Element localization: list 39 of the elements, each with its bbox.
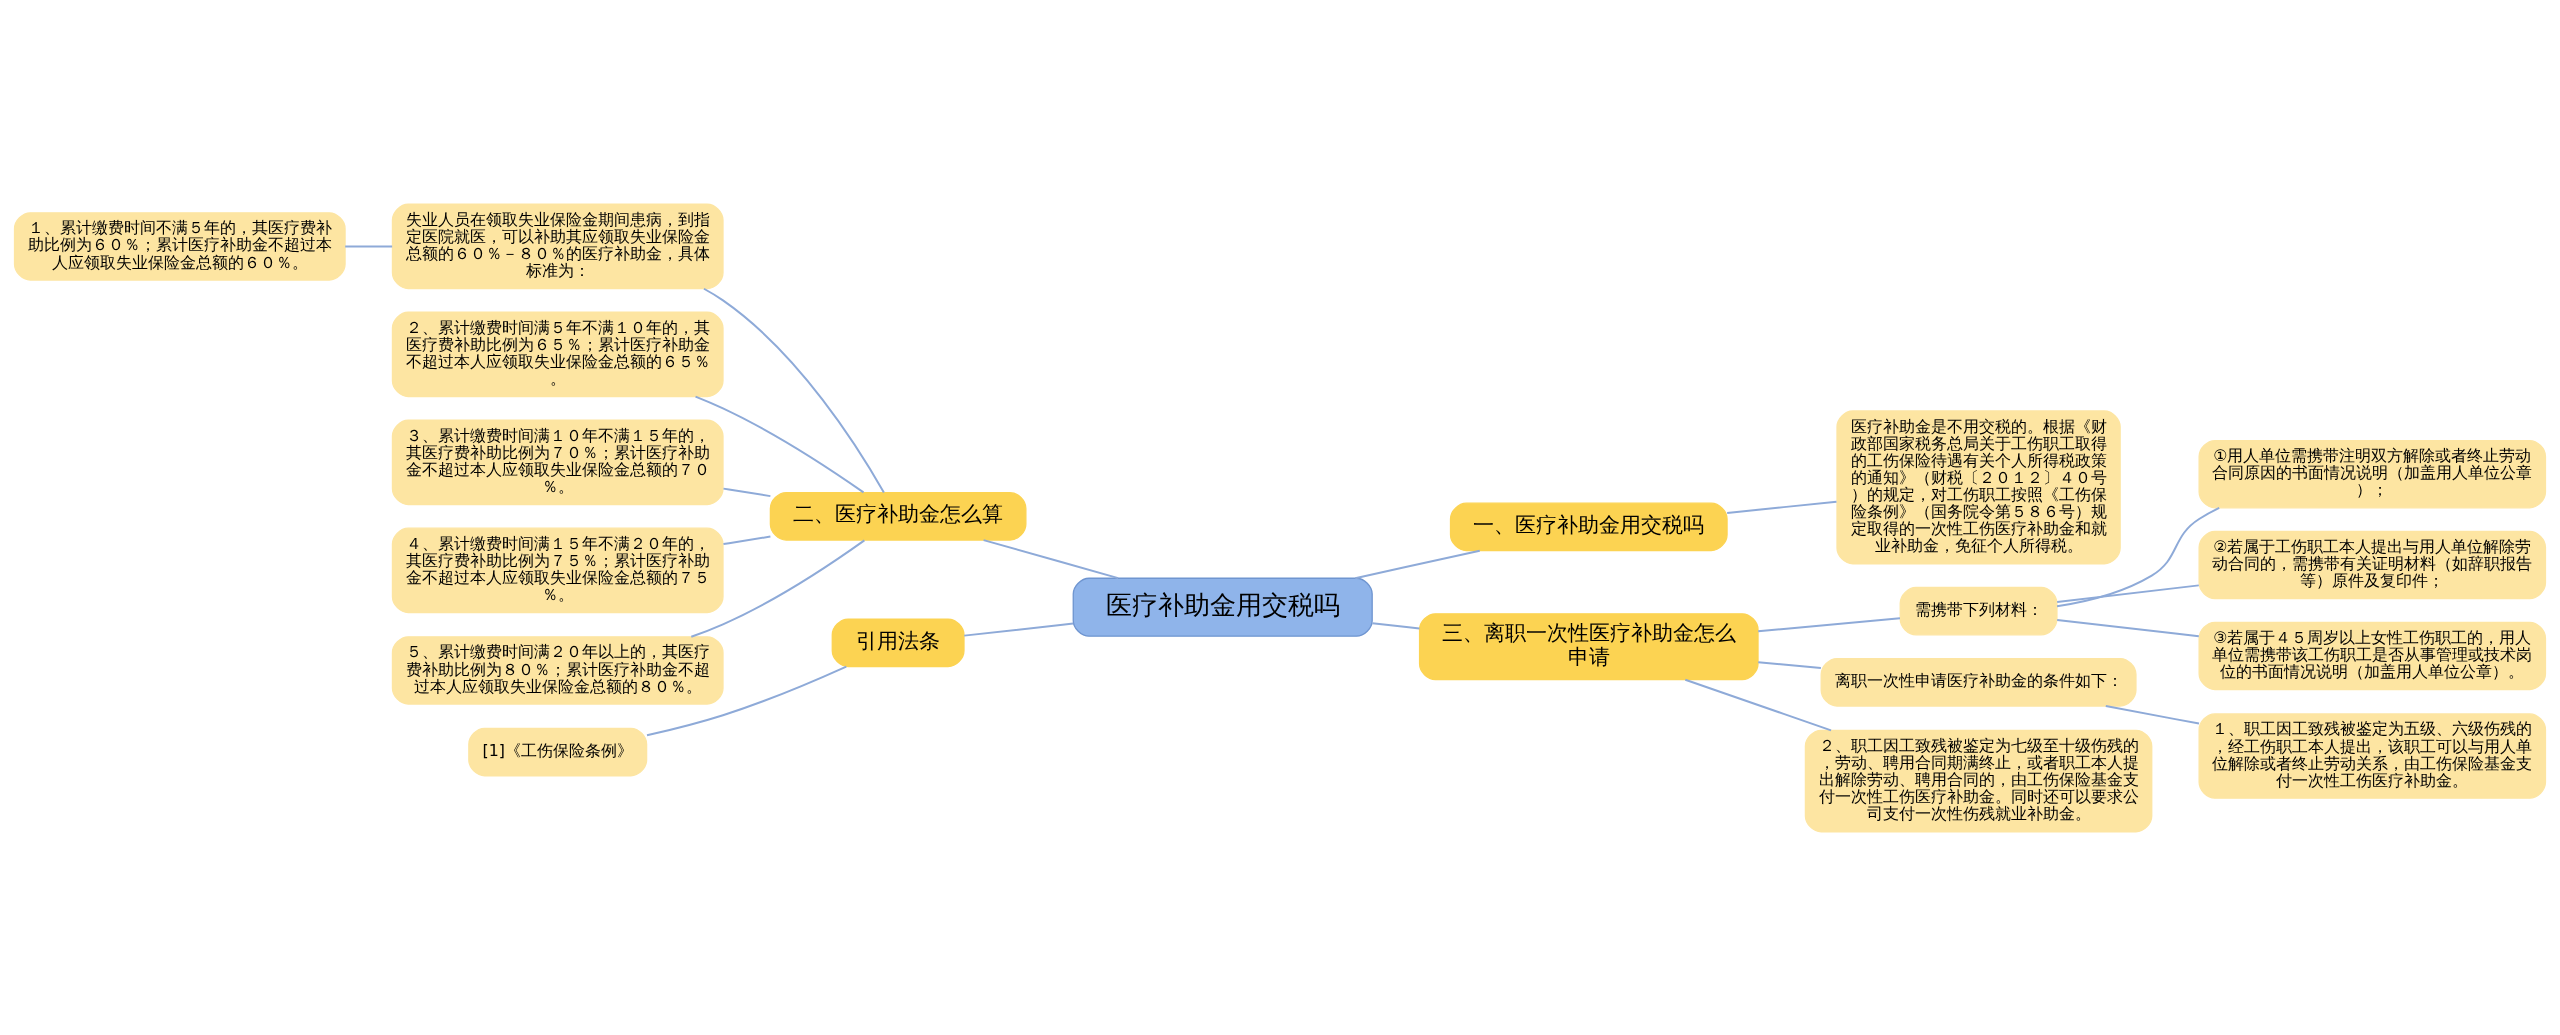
- connector: [1726, 500, 1838, 514]
- connector: [690, 538, 866, 638]
- node-box: [1]《工伤保险条例》: [468, 727, 648, 776]
- connector: [1371, 621, 1421, 629]
- node-box: ②若属于工伤职工本人提出与用人单位解除劳动合同的，需携带有关证明材料（如辞职报告等）原件及复印件；: [2198, 530, 2547, 599]
- node-box: 引用法条: [831, 617, 965, 667]
- connector: [722, 487, 772, 497]
- node-box: ２、累计缴费时间满５年不满１０年的，其医疗费补助比例为６５％；累计医疗补助金不超过本人应领取失业保险金总额的６５％。: [391, 311, 724, 397]
- node-box: 失业人员在领取失业保险金期间患病，到指定医院就医，可以补助其应领取失业保险金总额的６０％－８０％的医疗补助金，具体标准为：: [391, 203, 724, 289]
- connector: [1684, 678, 1833, 731]
- node-box: 医疗补助金用交税吗: [1072, 577, 1373, 637]
- connector: [982, 538, 1120, 579]
- node-box: 需携带下列材料：: [1899, 586, 2058, 636]
- connector: [1354, 549, 1481, 579]
- node-box: 二、医疗补助金怎么算: [769, 491, 1027, 541]
- node-box: ５、累计缴费时间满２０年以上的，其医疗费补助比例为８０％；累计医疗补助金不超过本人应领取失业保险金总额的８０％。: [391, 635, 724, 705]
- node-box: ①用人单位需携带注明双方解除或者终止劳动合同原因的书面情况说明（加盖用人单位公章）；: [2198, 439, 2547, 508]
- node-box: 三、离职一次性医疗补助金怎么申请: [1418, 612, 1759, 680]
- connector: [1757, 660, 1822, 669]
- node-box: 离职一次性申请医疗补助金的条件如下：: [1820, 657, 2137, 707]
- connector: [1757, 616, 1901, 632]
- connector: [963, 622, 1075, 637]
- node-box: ４、累计缴费时间满１５年不满２０年的，其医疗费补助比例为７５％；累计医疗补助金不超过本人应领取失业保险金总额的７５％。: [391, 527, 724, 613]
- node-box: ３、累计缴费时间满１０年不满１５年的，其医疗费补助比例为７０％；累计医疗补助金不超过本人应领取失业保险金总额的７０％。: [391, 419, 724, 505]
- connector: [694, 395, 865, 493]
- node-box: １、职工因工致残被鉴定为五级、六级伤残的，经工伤职工本人提出，该职工可以与用人单位解除或者终止劳动关系，由工伤保险基金支付一次性工伤医疗补助金。: [2198, 712, 2547, 799]
- node-box: ③若属于４５周岁以上女性工伤职工的，用人单位需携带该工伤职工是否从事管理或技术岗位的书面情况说明（加盖用人单位公章）。: [2198, 621, 2547, 690]
- connector: [2104, 704, 2200, 725]
- node-box: 一、医疗补助金用交税吗: [1449, 502, 1728, 551]
- connector: [2056, 618, 2200, 637]
- node-box: 医疗补助金是不用交税的。根据《财政部国家税务总局关于工伤职工取得的工伤保险待遇有关个人所得税政策的通知》（财税〔２０１２〕４０号）的规定，对工伤职工按照《工伤保险条例》（国务院令第５８６号）规定取得的一次性工伤医疗补助金和就业补助金，免征个人所得税。: [1836, 409, 2121, 564]
- connector: [344, 244, 394, 247]
- connector: [646, 665, 848, 736]
- connector: [2056, 583, 2200, 603]
- node-box: ２、职工因工致残被鉴定为七级至十级伤残的，劳动、聘用合同期满终止，或者职工本人提出解除劳动、聘用合同的，由工伤保险基金支付一次性工伤医疗补助金。同时还可以要求公司支付一次性伤残就业补助金。: [1804, 729, 2153, 832]
- node-box: １、累计缴费时间不满５年的，其医疗费补助比例为６０％；累计医疗补助金不超过本人应领取失业保险金总额的６０％。: [13, 211, 346, 281]
- connector: [722, 535, 772, 545]
- connector: [2056, 506, 2221, 607]
- connector: [702, 287, 885, 493]
